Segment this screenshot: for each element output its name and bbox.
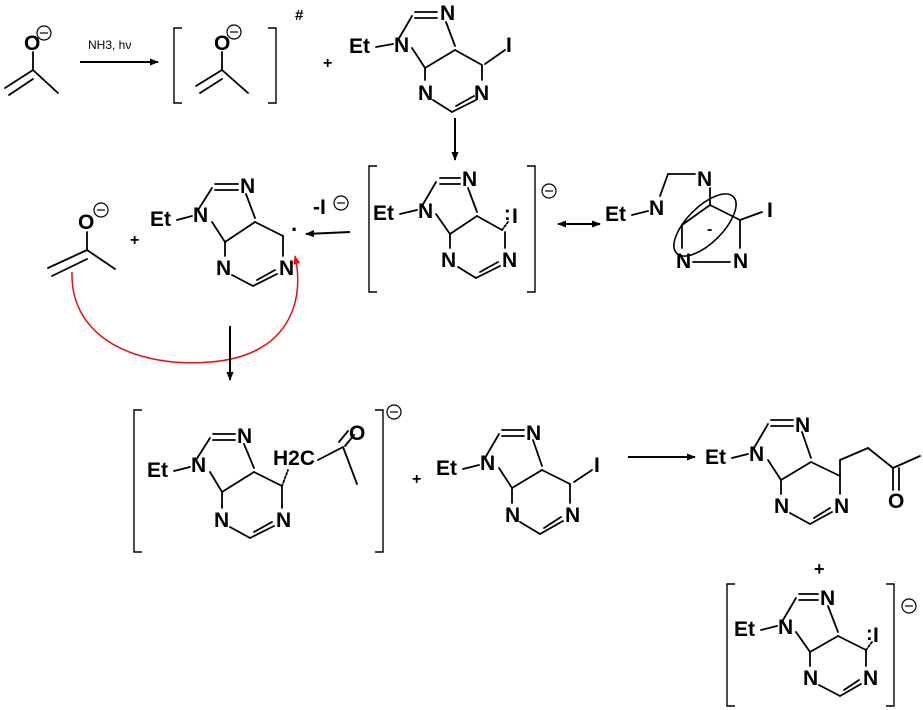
anion-mark: -: [707, 221, 712, 238]
n9-label: N: [649, 197, 664, 220]
lone-pair-mark: :: [866, 623, 873, 645]
excited-state-mark: #: [295, 7, 304, 24]
n9-label: N: [394, 34, 409, 57]
n7-label: N: [237, 425, 252, 448]
ethyl-label: Et: [436, 457, 457, 480]
n3-label: N: [418, 82, 433, 105]
minus-charge-icon: [36, 25, 52, 41]
oxygen-label: O: [214, 32, 230, 55]
excited-enolate: O #: [173, 7, 304, 104]
fragmentation-arrow: [305, 230, 351, 238]
n9-label: N: [749, 443, 764, 466]
carbonyl-oxygen-label: O: [888, 490, 904, 513]
n9-label: N: [191, 454, 206, 477]
n7-label: N: [697, 168, 712, 191]
purinyl-radical: Et N N N N ·: [150, 175, 298, 287]
ethyl-label: Et: [373, 202, 394, 225]
n7-label: N: [526, 422, 541, 445]
n9-label: N: [193, 204, 208, 227]
plus-sign: +: [412, 471, 421, 488]
conditions-label: NH3, hν: [88, 38, 131, 52]
ethyl-label: Et: [147, 459, 168, 482]
n1-label: N: [502, 249, 517, 272]
n3-label: N: [214, 509, 229, 532]
methylene-label: H2C: [273, 447, 315, 470]
n1-label: N: [565, 504, 580, 527]
oxygen-label: O: [24, 32, 40, 55]
radical-anion: Et N N N N I :: [368, 165, 557, 293]
enolate-reactant: O: [4, 25, 59, 96]
n9-label: N: [480, 452, 495, 475]
minus-charge-icon: [333, 195, 349, 211]
ethyl-label: Et: [705, 446, 726, 469]
n3-label: N: [676, 250, 691, 273]
n1-label: N: [863, 667, 878, 690]
n7-label: N: [820, 587, 835, 610]
plus-sign: +: [323, 55, 332, 72]
minus-charge-icon: [541, 183, 557, 199]
n1-label: N: [474, 82, 489, 105]
n3-label: N: [216, 257, 231, 280]
n1-label: N: [276, 509, 291, 532]
ethyl-label: Et: [605, 203, 626, 226]
n7-label: N: [240, 175, 255, 198]
plus-sign: +: [814, 559, 825, 579]
electron-pushing-arrow: [71, 255, 301, 364]
minus-charge-icon: [901, 598, 917, 614]
enolate-nucleophile: O: [47, 202, 116, 277]
n3-label: N: [505, 504, 520, 527]
lone-pair-mark: :: [504, 203, 511, 225]
iodine-label: I: [594, 454, 600, 477]
photolysis-arrow: NH3, hν: [80, 38, 159, 66]
iodine-label: I: [873, 624, 879, 647]
delocalization-ellipse: [673, 193, 737, 257]
iodopurine-reactant: Et N N I N N: [349, 2, 512, 113]
n9-label: N: [778, 616, 793, 639]
product-purinyl-acetone: Et N N N N O: [705, 414, 921, 525]
minus-charge-icon: [93, 202, 109, 218]
n1-label: N: [834, 495, 849, 518]
coupled-radical-anion: Et N N N N H2C O: [133, 404, 402, 553]
n1-label: N: [279, 257, 294, 280]
ethyl-label: Et: [150, 208, 171, 231]
plus-sign: +: [130, 232, 139, 249]
ethyl-label: Et: [349, 35, 370, 58]
n3-label: N: [441, 249, 456, 272]
iodopurine-reactant-second: Et N N I N N: [436, 422, 600, 535]
oxygen-label: O: [78, 211, 94, 234]
iodine-label: I: [506, 34, 512, 57]
radical-dot: ·: [291, 217, 298, 242]
carbonyl-oxygen-label: O: [349, 422, 365, 445]
n7-label: N: [462, 168, 477, 191]
n3-label: N: [774, 495, 789, 518]
n7-label: N: [440, 2, 455, 25]
iodide-label: -I: [313, 196, 326, 219]
n1-label: N: [733, 250, 748, 273]
n3-label: N: [803, 667, 818, 690]
minus-charge-icon: [386, 404, 402, 420]
resonance-structure: Et N N I N N -: [605, 168, 773, 273]
regenerated-radical-anion: + Et N N N N I :: [726, 559, 917, 707]
minus-charge-icon: [226, 24, 242, 40]
iodine-label: I: [767, 199, 773, 222]
ethyl-label: Et: [734, 618, 755, 641]
iodine-label: I: [512, 205, 518, 228]
n9-label: N: [418, 200, 433, 223]
n7-label: N: [795, 414, 810, 437]
